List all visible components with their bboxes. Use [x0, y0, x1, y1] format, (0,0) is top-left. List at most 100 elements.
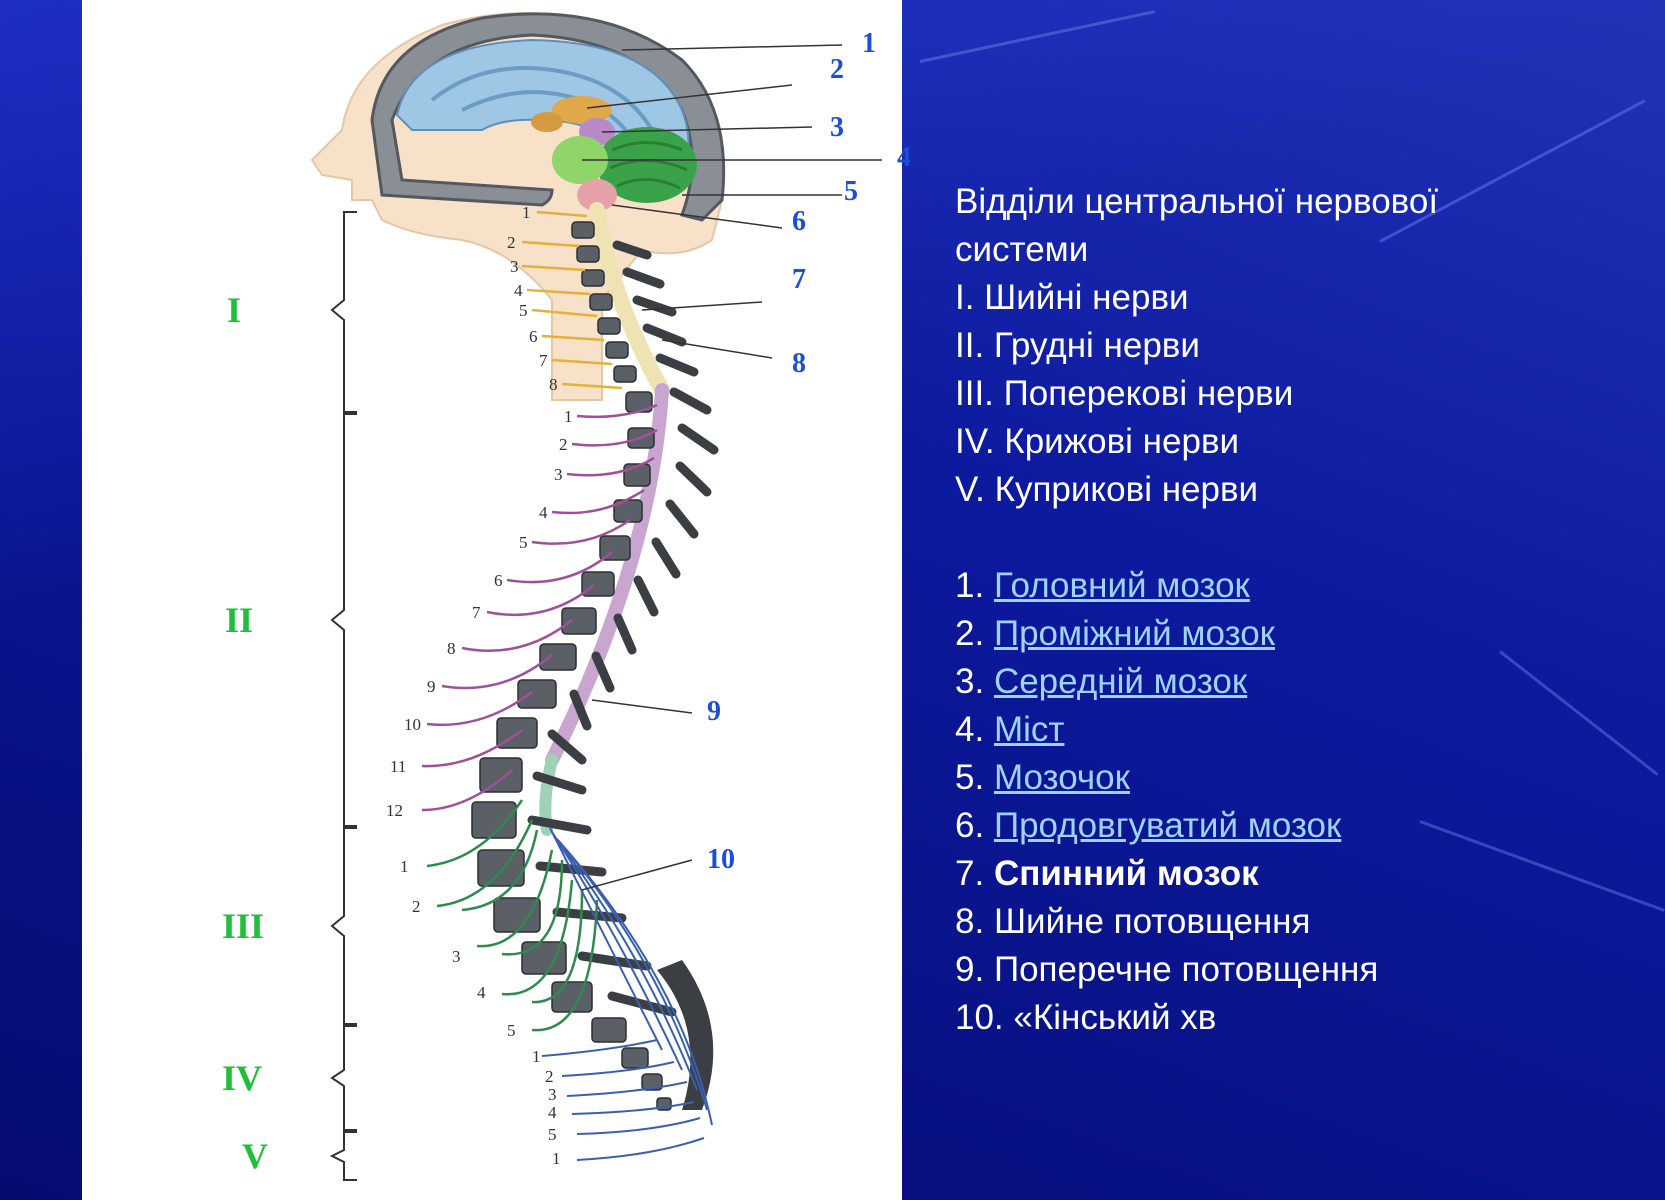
gyrus-line [461, 90, 634, 142]
cauda-equina-lines [541, 827, 713, 1161]
link-pons[interactable]: Міст [993, 710, 1065, 749]
structure-label-7: 7 [792, 264, 806, 295]
spinous-processes [527, 240, 719, 1017]
part-item: 6. Продовгуватий мозок [955, 802, 1575, 850]
part-number: 9. [955, 950, 985, 989]
nerve-item-thoracic: II. Грудні нерви [955, 326, 1200, 365]
structure-label-2: 2 [830, 54, 844, 85]
coccygeal-nerve-label: 1 [552, 1149, 561, 1168]
sacral-nerve-label: 1 [532, 1047, 541, 1066]
lumbar-nerve-label: 4 [477, 983, 486, 1002]
sacral-nerve-label: 4 [548, 1103, 557, 1122]
link-diencephalon[interactable]: Проміжний мозок [993, 614, 1275, 653]
pons [552, 136, 608, 184]
structure-label-8: 8 [792, 348, 806, 379]
nerve-item-lumbar: III. Поперекові нерви [955, 374, 1294, 413]
part-item: 1. Головний мозок [955, 562, 1575, 610]
slide-heading-line-2: системи [955, 230, 1089, 269]
lumbar-nerve-label: 5 [507, 1021, 516, 1040]
spacer [955, 514, 1575, 562]
diencephalon [552, 96, 612, 124]
part-number: 1. [955, 566, 985, 605]
part-item: 3. Середній мозок [955, 658, 1575, 706]
part-number: 5. [955, 758, 985, 797]
part-cauda-equina: «Кінський хв [1013, 998, 1217, 1037]
thoracic-nerve-label: 1 [564, 407, 573, 426]
link-cerebellum[interactable]: Мозочок [993, 758, 1130, 797]
part-item: 5. Мозочок [955, 754, 1575, 802]
leader-lines [581, 44, 882, 891]
sacral-nerve-label: 3 [548, 1085, 557, 1104]
part-number: 8. [955, 902, 985, 941]
optic-area [531, 112, 563, 132]
region-label-IV: IV [222, 1058, 262, 1098]
part-number: 6. [955, 806, 985, 845]
thoracic-nerve-label: 9 [427, 677, 436, 696]
spinal-cord-cervical [589, 202, 670, 398]
slide-text: Відділи центральної нервової системи I. … [955, 178, 1575, 1042]
part-number: 3. [955, 662, 985, 701]
nerve-item-cervical: I. Шийні нерви [955, 278, 1189, 317]
part-item: 8. Шийне потовщення [955, 898, 1575, 946]
part-item: 4. Міст [955, 706, 1575, 754]
link-medulla[interactable]: Продовгуватий мозок [993, 806, 1342, 845]
part-number: 2. [955, 614, 985, 653]
cervical-nerve-label: 4 [514, 281, 523, 300]
part-item: 10. «Кінський хв [955, 994, 1575, 1042]
lumbar-nerve-label: 3 [452, 947, 461, 966]
structure-label-1: 1 [862, 28, 876, 59]
part-spinal-cord: Спинний мозок [993, 854, 1259, 893]
thoracic-nerve-label: 7 [472, 603, 481, 622]
nerve-item-coccygeal: V. Куприкові нерви [955, 470, 1259, 509]
cervical-nerve-label: 6 [529, 327, 538, 346]
structure-label-6: 6 [792, 206, 806, 237]
thoracic-nerve-label: 3 [554, 465, 563, 484]
link-midbrain[interactable]: Середній мозок [993, 662, 1248, 701]
lumbar-nerve-lines [426, 799, 599, 1032]
thoracic-nerve-label: 10 [404, 715, 421, 734]
part-lumbar-enlargement: Поперечне потовщення [993, 950, 1379, 989]
region-label-I: I [227, 290, 241, 330]
lumbar-nerve-label: 2 [412, 897, 421, 916]
slide-heading-line-1: Відділи центральної нервової [955, 182, 1439, 221]
part-number: 10. [955, 998, 1004, 1037]
part-item: 2. Проміжний мозок [955, 610, 1575, 658]
nerve-item-sacral: IV. Крижові нерви [955, 422, 1240, 461]
region-label-III: III [222, 906, 264, 946]
structure-label-9: 9 [707, 696, 721, 727]
structure-label-3: 3 [830, 112, 844, 143]
part-cervical-enlargement: Шийне потовщення [993, 902, 1311, 941]
medulla [577, 179, 617, 211]
nervous-system-diagram: 1 2 3 4 5 6 7 8 9 10 I II III IV V 1 2 3… [82, 0, 911, 1200]
thoracic-nerve-label: 8 [447, 639, 456, 658]
part-item: 9. Поперечне потовщення [955, 946, 1575, 994]
thoracic-nerve-label: 4 [539, 503, 548, 522]
sacral-nerve-label: 2 [545, 1067, 554, 1086]
thoracic-nerve-lines [421, 403, 658, 812]
region-braces [329, 211, 357, 1181]
part-number: 4. [955, 710, 985, 749]
structure-label-5: 5 [844, 176, 858, 207]
cervical-nerve-label: 1 [522, 203, 531, 222]
thoracic-nerve-label: 5 [519, 533, 528, 552]
sacral-nerve-label: 5 [548, 1125, 557, 1144]
cervical-nerve-label: 2 [507, 233, 516, 252]
thoracic-nerve-label: 11 [390, 757, 406, 776]
thoracic-nerve-label: 6 [494, 571, 503, 590]
cervical-nerve-label: 3 [510, 257, 519, 276]
sacrum [657, 960, 714, 1110]
region-label-II: II [225, 600, 253, 640]
structure-label-10: 10 [707, 844, 735, 875]
lumbar-nerve-label: 1 [400, 857, 409, 876]
link-brain[interactable]: Головний мозок [993, 566, 1250, 605]
cervical-nerve-label: 5 [519, 301, 528, 320]
diagram-canvas: 1 2 3 4 5 6 7 8 9 10 I II III IV V 1 2 3… [222, 12, 911, 1181]
region-label-V: V [242, 1136, 268, 1176]
background-streak [919, 10, 1156, 63]
cervical-nerve-label: 7 [539, 351, 548, 370]
cervical-nerve-lines [521, 210, 623, 390]
part-item: 7. Спинний мозок [955, 850, 1575, 898]
thoracic-nerve-label: 12 [386, 801, 403, 820]
thoracic-nerve-label: 2 [559, 435, 568, 454]
cervical-nerve-label: 8 [549, 375, 558, 394]
